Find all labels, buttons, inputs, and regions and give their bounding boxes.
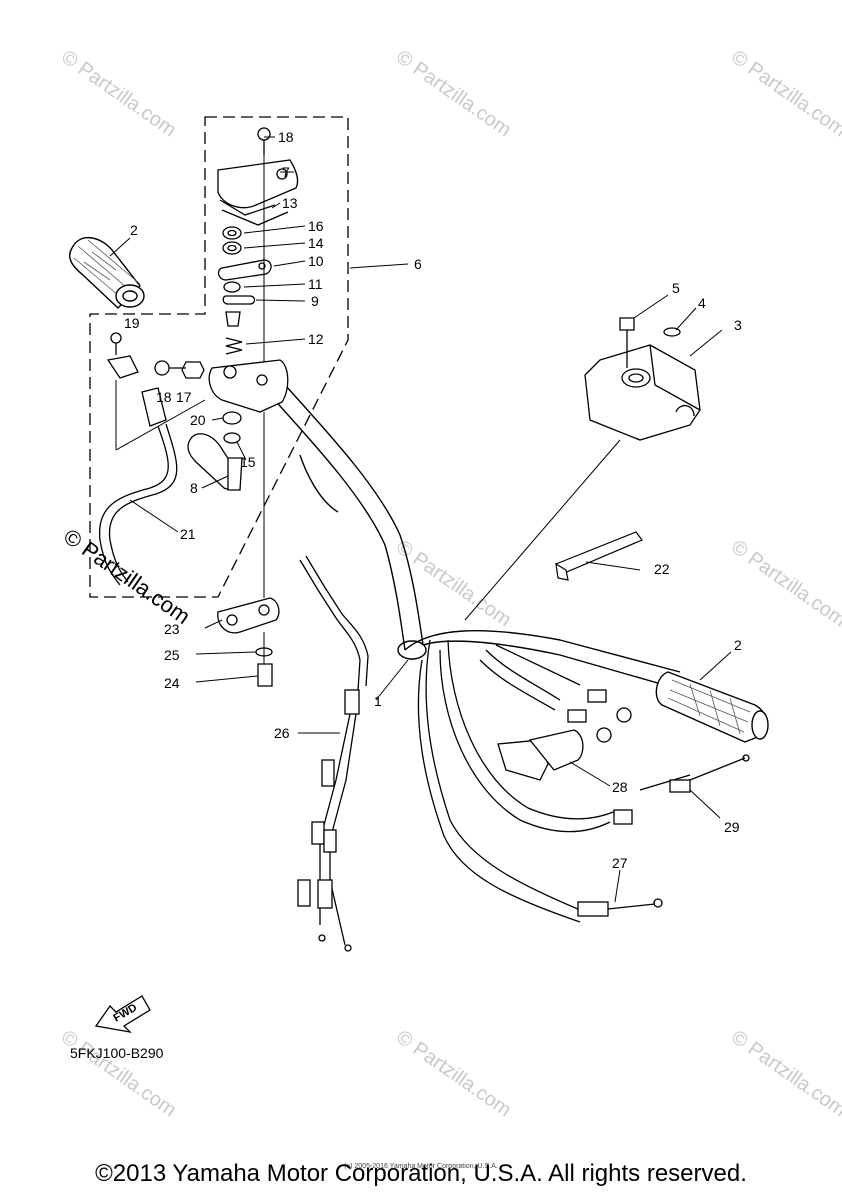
watermark-text: © Partzilla.com — [727, 46, 842, 141]
callout-25: 25 — [164, 647, 180, 663]
switch-cable — [98, 423, 178, 586]
watermark-text: © Partzilla.com — [57, 1026, 180, 1121]
callout-7: 7 — [282, 164, 290, 180]
callout-14: 14 — [308, 235, 324, 251]
callout-6: 6 — [414, 256, 422, 272]
brake-cables — [417, 639, 750, 923]
callout-1: 1 — [374, 693, 382, 709]
callout-24: 24 — [164, 675, 180, 691]
callout-9: 9 — [311, 293, 319, 309]
watermark-text: © Partzilla.com — [57, 46, 180, 141]
watermark-text: © Partzilla.com — [727, 1026, 842, 1121]
callout-15: 15 — [240, 454, 256, 470]
small-print: (c) 2005-2016 Yamaha Motor Corporation, … — [344, 1163, 498, 1170]
callout-2-left: 2 — [130, 222, 138, 238]
fwd-arrow: FWD — [94, 995, 151, 1033]
callout-18-left: 18 — [156, 389, 172, 405]
callout-12: 12 — [308, 331, 324, 347]
callout-16: 16 — [308, 218, 324, 234]
part-28-bracket — [497, 729, 584, 781]
callout-23: 23 — [164, 621, 180, 637]
callout-10: 10 — [308, 253, 324, 269]
callout-11: 11 — [308, 276, 323, 292]
callout-20: 20 — [190, 412, 206, 428]
cover-part-3 — [584, 317, 701, 441]
switch-assembly-boundary — [89, 116, 349, 598]
leader-lines — [109, 136, 732, 903]
callout-2-right: 2 — [734, 637, 742, 653]
callout-26: 26 — [274, 725, 290, 741]
callout-13: 13 — [282, 195, 298, 211]
left-grip — [68, 237, 145, 309]
right-grip — [655, 671, 769, 743]
handlebar — [269, 384, 681, 689]
copyright-notice: ©2013 Yamaha Motor Corporation, U.S.A. A… — [95, 1160, 747, 1187]
watermark-text: © Partzilla.com — [392, 46, 515, 141]
switch-parts — [106, 127, 299, 687]
callout-8: 8 — [190, 480, 198, 496]
callout-21: 21 — [180, 526, 196, 542]
callout-3: 3 — [734, 317, 742, 333]
callout-17: 17 — [176, 389, 192, 405]
callout-22: 22 — [654, 561, 670, 577]
part-code: 5FKJ100-B290 — [70, 1045, 164, 1061]
callout-18-top: 18 — [278, 129, 294, 145]
assembly-axis — [115, 155, 265, 664]
callout-29: 29 — [724, 819, 740, 835]
cable-tie — [555, 531, 643, 581]
callout-27: 27 — [612, 855, 628, 871]
callout-28: 28 — [612, 779, 628, 795]
callout-5: 5 — [672, 280, 680, 296]
throttle-cable — [297, 555, 369, 952]
watermarks: © Partzilla.com © Partzilla.com © Partzi… — [57, 46, 842, 1121]
watermark-prominent: © Partzilla.com — [59, 524, 195, 630]
callouts: 18 7 13 16 14 10 11 9 6 12 2 19 18 17 20… — [124, 129, 742, 871]
callout-19: 19 — [124, 315, 140, 331]
callout-4: 4 — [698, 295, 706, 311]
watermark-text: © Partzilla.com — [727, 536, 842, 631]
watermark-text: © Partzilla.com — [392, 1026, 515, 1121]
